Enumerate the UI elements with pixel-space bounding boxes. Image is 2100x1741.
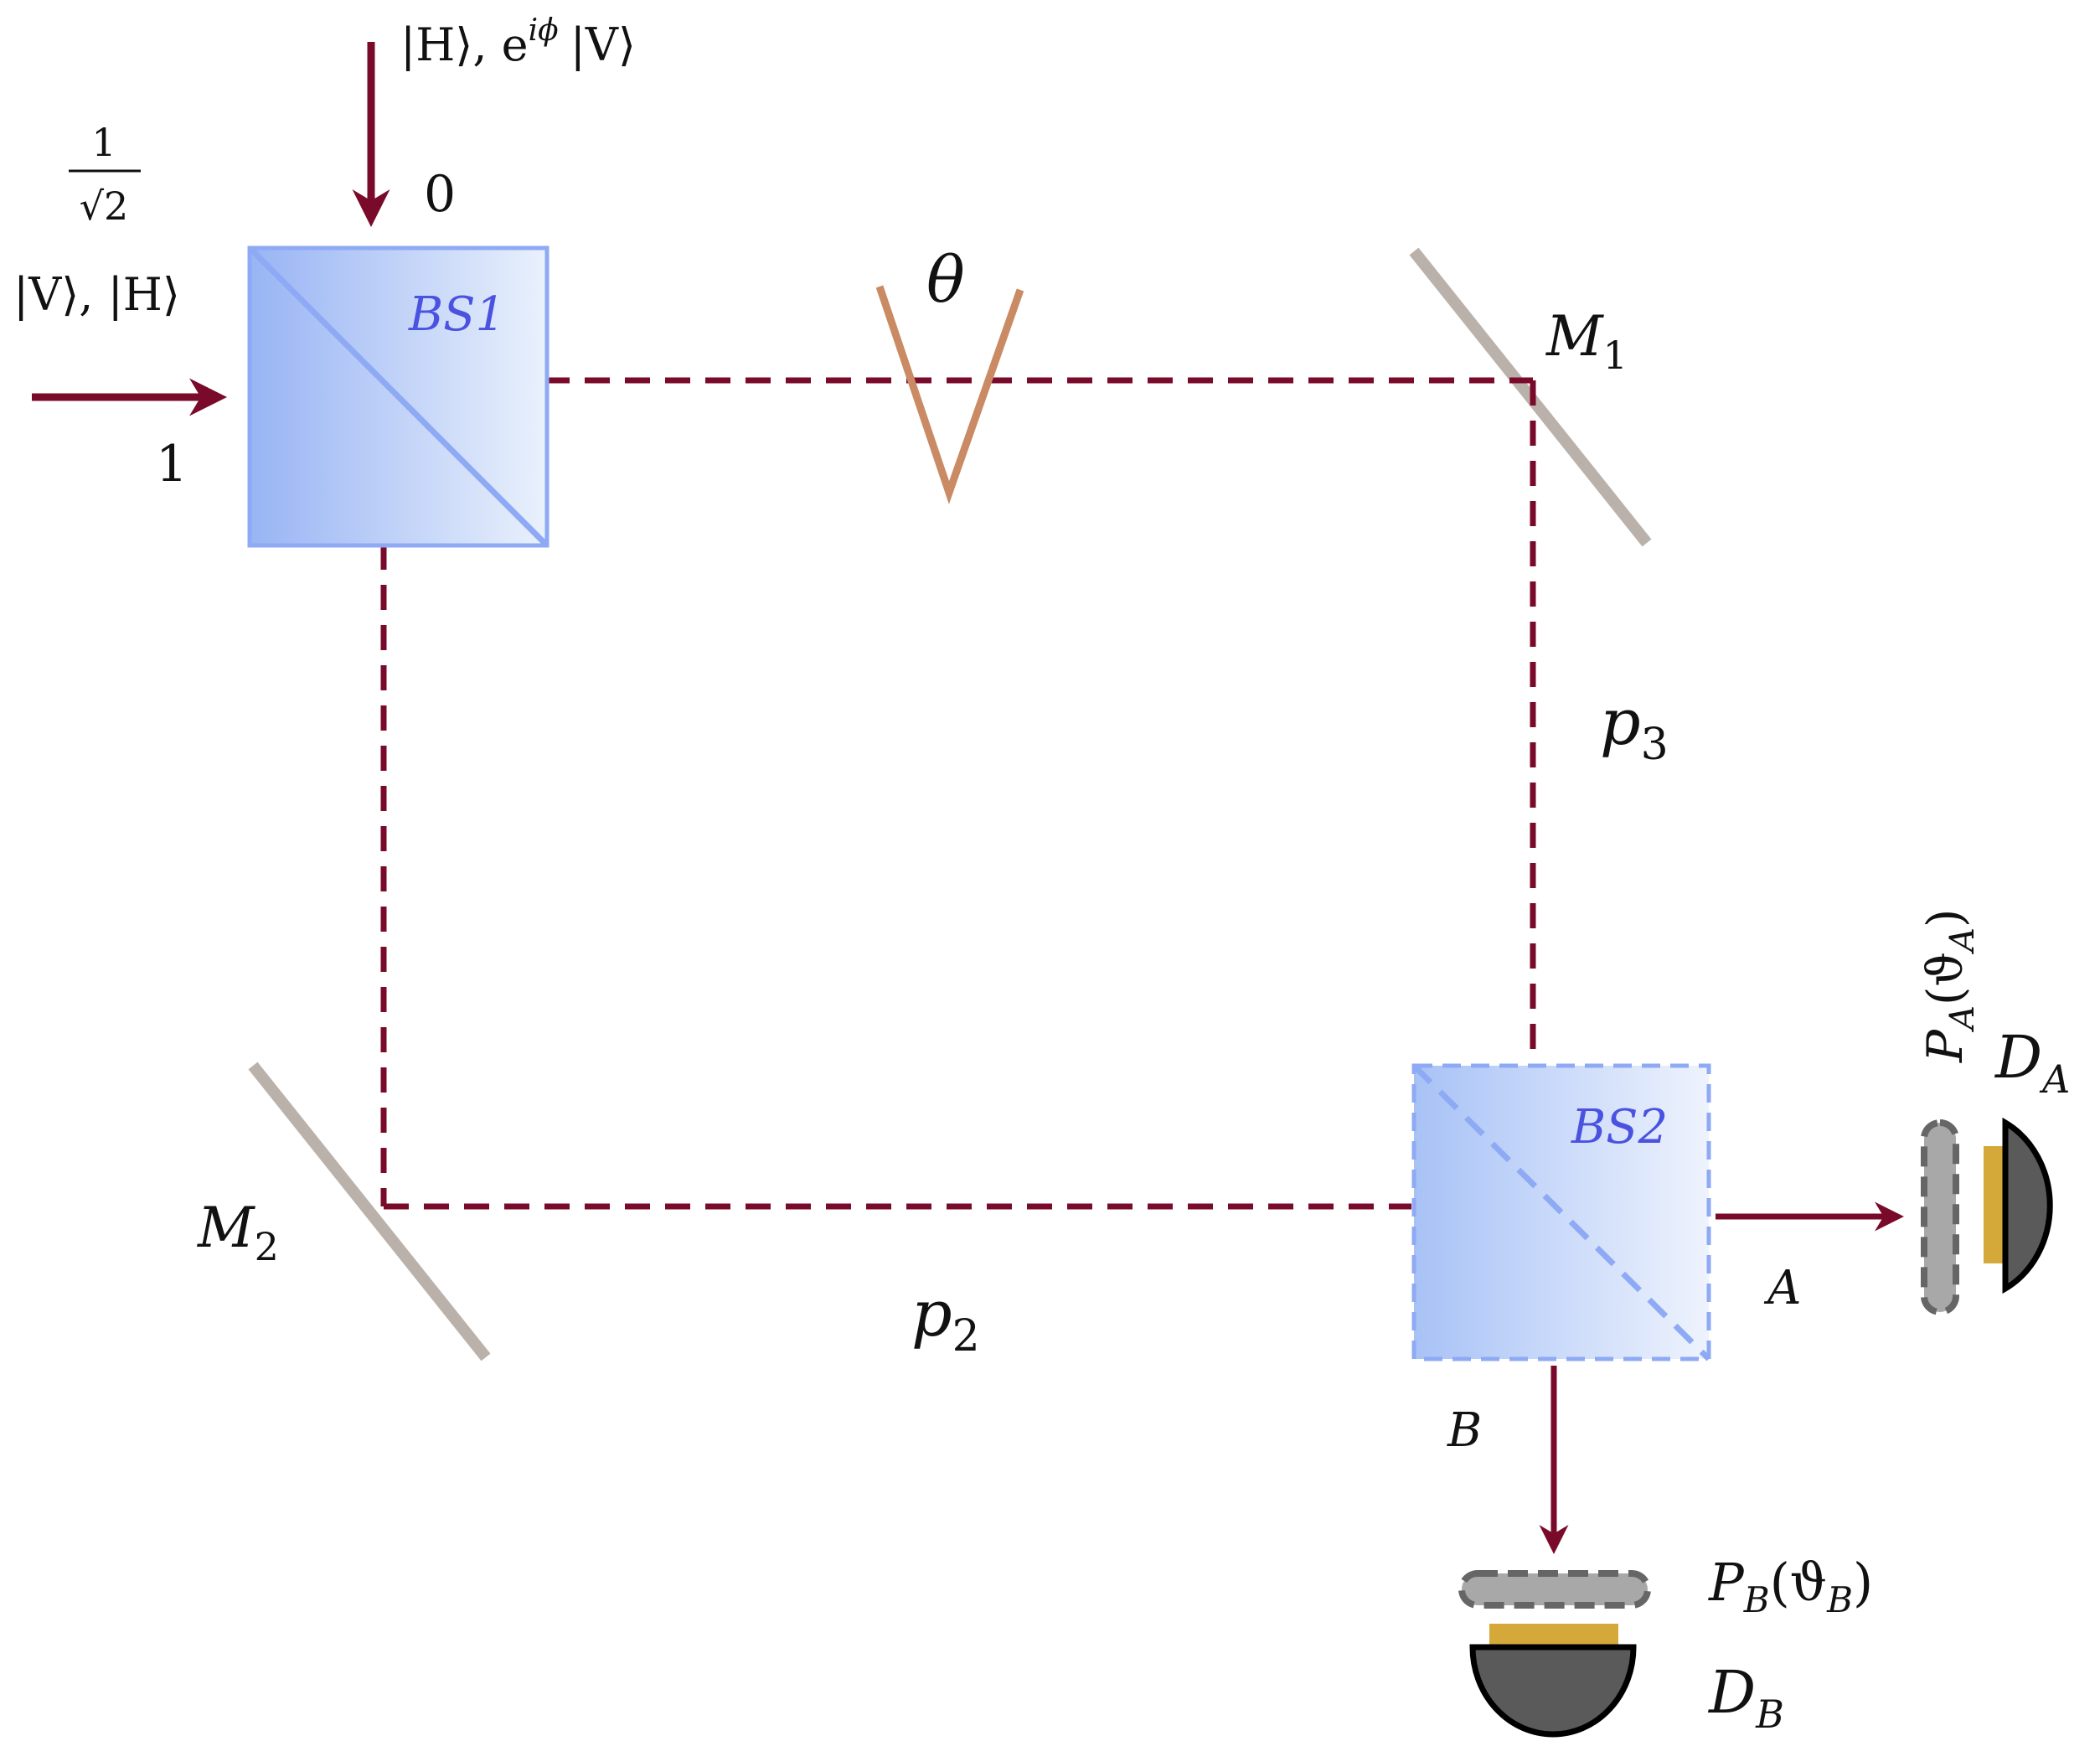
detector-a: [1984, 1117, 2053, 1294]
output-b-label: B: [1447, 1403, 1482, 1458]
bs1-label: BS1: [408, 287, 505, 342]
output-a-label: A: [1763, 1261, 1801, 1315]
detector-b-label: DB: [1707, 1658, 1784, 1737]
input-left-label: |V⟩, |H⟩: [13, 268, 180, 321]
internal-beam-paths: [380, 377, 1536, 1210]
detector-b: [1469, 1624, 1637, 1738]
polarizer-b-label: PB(ϑB): [1708, 1552, 1873, 1620]
input-top-label: |H⟩, eiϕ|V⟩: [400, 13, 636, 71]
mirror-2: [248, 1062, 491, 1361]
path-3-label: p3: [1600, 685, 1669, 770]
path-2-label: p2: [911, 1276, 980, 1361]
beam-splitter-2: [1411, 1063, 1711, 1361]
polarizer-b: [1458, 1570, 1651, 1609]
detector-a-label: DA: [1994, 1023, 2070, 1102]
bs2-label: BS2: [1571, 1100, 1668, 1155]
mirror-1-label: M1: [1545, 304, 1628, 378]
phase-plate: [875, 285, 1024, 504]
polarizer-a-label: PA(ϑA): [1917, 908, 1982, 1063]
mirror-2-label: M2: [197, 1196, 279, 1269]
input-top-port: 0: [424, 165, 456, 224]
polarizer-a: [1921, 1119, 1959, 1315]
fraction-denominator: √2: [80, 183, 129, 229]
beam-splitter-1: [247, 245, 550, 548]
plate-label: θ: [926, 242, 965, 317]
input-left-port: 1: [156, 435, 188, 493]
fraction-numerator: 1: [91, 120, 116, 165]
